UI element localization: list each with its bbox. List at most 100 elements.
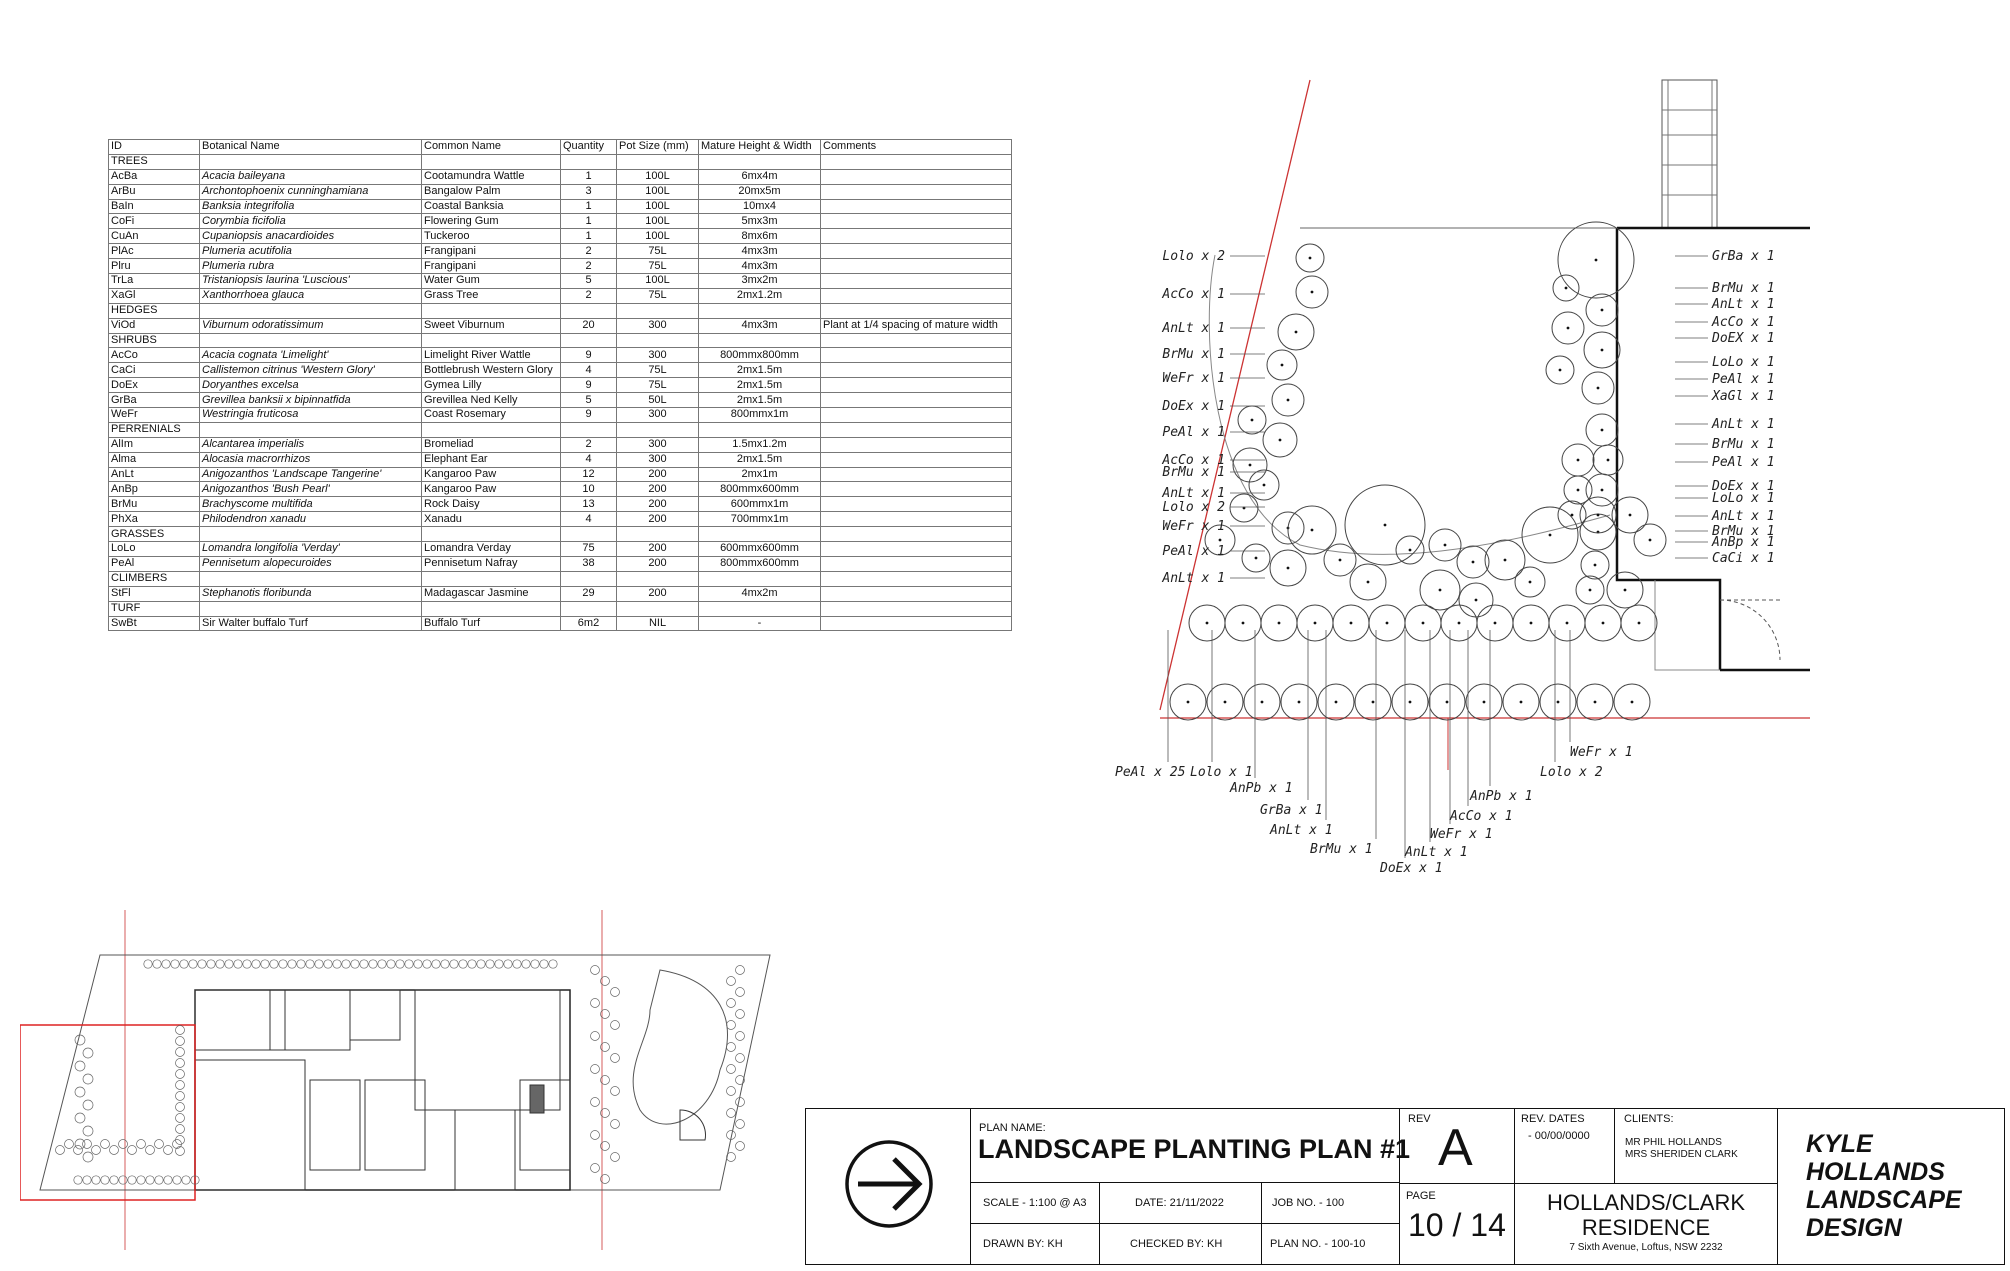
cell-comments bbox=[820, 198, 1012, 215]
column-header: Botanical Name bbox=[199, 139, 422, 155]
table-cell bbox=[698, 302, 821, 319]
plant-centre-dot bbox=[1637, 621, 1641, 625]
site-plant bbox=[74, 1138, 86, 1150]
cell-qty: 1 bbox=[560, 168, 617, 185]
plant-centre-dot bbox=[1528, 580, 1532, 584]
site-plant bbox=[600, 976, 610, 986]
residence-name: RESIDENCE bbox=[1581, 1215, 1711, 1240]
cell-id: AcBa bbox=[108, 168, 200, 185]
table-cell bbox=[820, 526, 1012, 543]
cell-pot: 300 bbox=[616, 317, 699, 334]
plant-label: GrBa x 1 bbox=[1260, 803, 1323, 818]
table-cell bbox=[560, 526, 617, 543]
plant-centre-dot bbox=[1596, 386, 1600, 390]
plant-label: AnLt x 1 bbox=[1711, 509, 1775, 524]
category-row: HEDGES bbox=[108, 302, 1012, 319]
cell-id: XaGl bbox=[108, 287, 200, 304]
site-plant bbox=[136, 1139, 146, 1149]
cell-pot: 200 bbox=[616, 585, 699, 602]
company-name: HOLLANDS bbox=[1806, 1158, 1945, 1186]
cell-botanical: Viburnum odoratissimum bbox=[199, 317, 422, 334]
plant-centre-dot bbox=[1421, 621, 1425, 625]
plant-label: Lolo x 2 bbox=[1540, 765, 1603, 780]
cell-botanical: Tristaniopsis laurina 'Luscious' bbox=[199, 273, 422, 289]
plant-centre-dot bbox=[1385, 621, 1389, 625]
cell-botanical: Archontophoenix cunninghamiana bbox=[199, 183, 422, 200]
plant-label: AnLt x 1 bbox=[1404, 845, 1468, 860]
scale-text: SCALE - 1:100 @ A3 bbox=[983, 1197, 1087, 1209]
shrub-plant bbox=[1248, 469, 1280, 501]
site-plant bbox=[726, 998, 736, 1008]
site-plant bbox=[735, 1075, 745, 1085]
hedge-plant bbox=[1169, 683, 1207, 721]
cell-common: Frangipani bbox=[421, 243, 561, 260]
cell-id: StFl bbox=[108, 585, 200, 602]
site-plant bbox=[127, 1145, 137, 1155]
cell-id: PhXa bbox=[108, 511, 200, 528]
shrub-plant bbox=[1349, 563, 1387, 601]
plant-centre-dot bbox=[1628, 513, 1632, 517]
site-plant bbox=[600, 1174, 610, 1184]
cell-pot: 75L bbox=[616, 377, 699, 394]
cell-botanical: Plumeria rubra bbox=[199, 258, 422, 275]
cell-id: CoFi bbox=[108, 213, 200, 230]
plant-centre-dot bbox=[1349, 621, 1353, 625]
site-plant bbox=[154, 1139, 164, 1149]
site-plant bbox=[175, 1047, 185, 1057]
site-plant bbox=[503, 959, 513, 969]
site-plant bbox=[413, 959, 423, 969]
shrub-plant bbox=[1583, 331, 1621, 369]
cell-botanical: Acacia baileyana bbox=[199, 168, 422, 185]
site-plant bbox=[440, 959, 450, 969]
cell-common: Madagascar Jasmine bbox=[421, 585, 561, 602]
site-plant bbox=[548, 959, 558, 969]
plant-label: AnBp x 1 bbox=[1711, 535, 1775, 550]
site-plant bbox=[735, 1141, 745, 1151]
plant-label: BrMu x 1 bbox=[1712, 524, 1775, 539]
site-plant bbox=[590, 965, 600, 975]
plant-centre-dot bbox=[1186, 700, 1190, 704]
site-plant bbox=[590, 1064, 600, 1074]
plant-label: AnLt x 1 bbox=[1711, 297, 1775, 312]
site-plant bbox=[179, 959, 189, 969]
cell-qty: 2 bbox=[560, 287, 617, 304]
cell-qty: 1 bbox=[560, 213, 617, 230]
table-cell bbox=[421, 421, 561, 438]
site-plant bbox=[726, 1020, 736, 1030]
shrub-plant bbox=[1585, 293, 1619, 327]
plant-centre-dot bbox=[1623, 588, 1627, 592]
plant-centre-dot bbox=[1471, 560, 1475, 564]
plant-label: DoEx x 1 bbox=[1379, 861, 1443, 876]
company-name: LANDSCAPE bbox=[1806, 1186, 1962, 1214]
plant-label: Lolo x 1 bbox=[1190, 765, 1253, 780]
site-plant bbox=[377, 959, 387, 969]
plant-label: AcCo x 1 bbox=[1161, 453, 1225, 468]
site-plant bbox=[610, 987, 620, 997]
site-plant bbox=[278, 959, 288, 969]
site-plant bbox=[610, 1086, 620, 1096]
plant-centre-dot bbox=[1366, 580, 1370, 584]
hedge-plant bbox=[1280, 683, 1318, 721]
plant-label: WeFr x 1 bbox=[1162, 371, 1225, 386]
site-plant bbox=[726, 976, 736, 986]
cell-comments bbox=[820, 585, 1012, 602]
plant-centre-dot bbox=[1482, 700, 1486, 704]
plan-number: PLAN NO. - 100-10 bbox=[1270, 1238, 1366, 1250]
shrub-plant bbox=[1428, 528, 1462, 562]
site-plant bbox=[152, 959, 162, 969]
cell-id: TrLa bbox=[108, 273, 200, 289]
site-plant bbox=[449, 959, 459, 969]
cell-botanical: Lomandra longifolia 'Verday' bbox=[199, 541, 422, 557]
cell-id: CaCi bbox=[108, 362, 200, 379]
plant-schedule-table: ID Botanical Name Common Name Quantity P… bbox=[108, 139, 1012, 632]
table-cell bbox=[199, 332, 422, 349]
cell-qty: 3 bbox=[560, 183, 617, 200]
